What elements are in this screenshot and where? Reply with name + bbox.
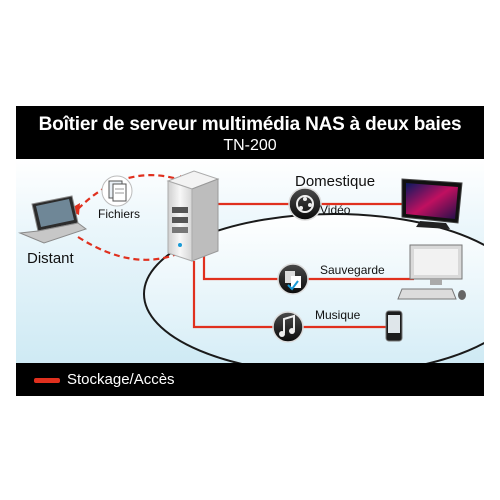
video-label: Vidéo — [320, 203, 351, 217]
title-bar: Boîtier de serveur multimédia NAS à deux… — [16, 106, 484, 159]
legend-bar: Stockage/Accès — [16, 363, 484, 396]
media-player-icon — [385, 310, 403, 342]
film-reel-icon — [288, 187, 322, 221]
nas-banner: Boîtier de serveur multimédia NAS à deux… — [16, 106, 484, 396]
model-number: TN-200 — [223, 137, 277, 154]
remote-link-upper — [77, 174, 185, 210]
network-diagram — [18, 170, 484, 363]
legend-label: Stockage/Accès — [67, 371, 175, 388]
files-icon — [101, 175, 133, 207]
banner-title: Boîtier de serveur multimédia NAS à deux… — [38, 114, 462, 135]
music-label: Musique — [315, 308, 361, 322]
laptop-icon — [18, 195, 88, 244]
tv-icon — [401, 178, 463, 229]
desktop-computer-icon — [397, 244, 466, 300]
backup-label: Sauvegarde — [320, 263, 385, 277]
nas-server-icon — [166, 170, 220, 262]
storage-link-music — [192, 261, 388, 329]
remote-zone-label: Distant — [27, 250, 74, 267]
storage-link-backup — [202, 255, 414, 281]
home-zone-label: Domestique — [295, 173, 376, 190]
backup-icon — [277, 263, 309, 295]
music-note-icon — [272, 311, 304, 343]
files-label: Fichiers — [98, 207, 141, 221]
legend-swatch — [34, 378, 60, 383]
